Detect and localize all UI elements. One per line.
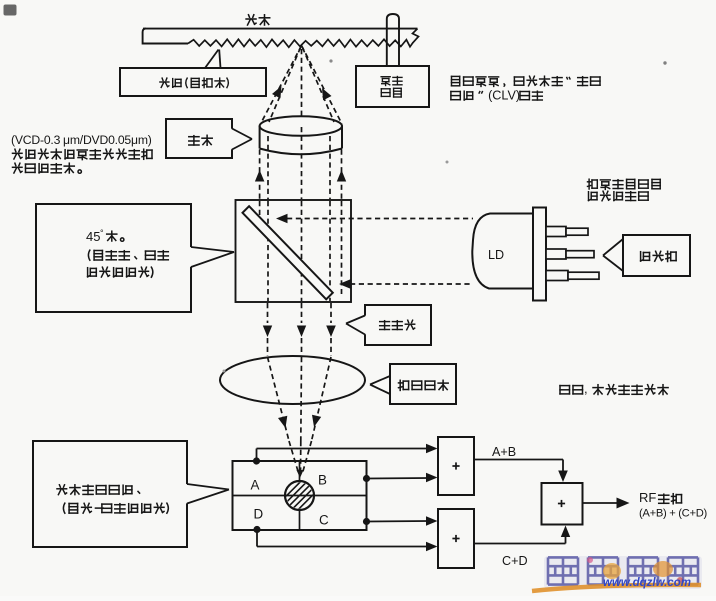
svg-text:C: C: [319, 513, 329, 528]
svg-text:LD: LD: [488, 248, 504, 262]
svg-text:C+D: C+D: [502, 554, 528, 568]
svg-text:μm/DVD0.05μm): μm/DVD0.05μm): [63, 133, 152, 147]
svg-text:(CLV): (CLV): [488, 89, 520, 103]
svg-text:(A+B) + (C+D): (A+B) + (C+D): [639, 508, 707, 520]
svg-text:RF: RF: [639, 490, 656, 505]
svg-text:(VCD-0.3: (VCD-0.3: [11, 133, 61, 147]
svg-text:D: D: [254, 507, 264, 522]
svg-text:A: A: [251, 478, 260, 493]
svg-text:A+B: A+B: [492, 445, 516, 459]
svg-text:°: °: [100, 228, 104, 238]
svg-text:www.dqzlw.com: www.dqzlw.com: [603, 577, 691, 589]
svg-text:,: ,: [584, 381, 588, 396]
svg-text:B: B: [318, 473, 327, 488]
svg-text:45: 45: [86, 229, 100, 244]
